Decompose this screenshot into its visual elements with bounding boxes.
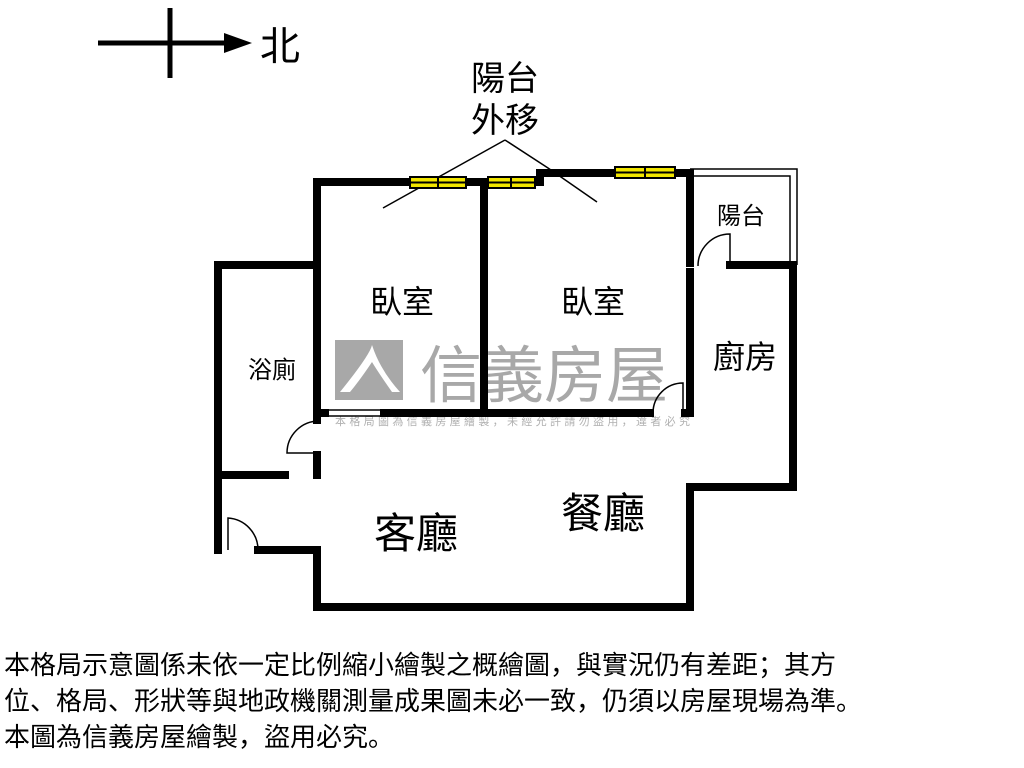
- watermark-brand: 信義房屋: [420, 339, 668, 412]
- room-label-balcony: 陽台: [717, 202, 765, 230]
- walls: [214, 169, 797, 611]
- north-arrow-icon: [98, 8, 252, 78]
- room-label-bathroom: 浴廁: [248, 356, 296, 384]
- annotation-leader-lines: [382, 139, 598, 209]
- balcony-railing: [325, 168, 798, 417]
- disclaimer-line-3: 本圖為信義房屋繪製，盜用必究。: [4, 723, 395, 753]
- room-label-bedroom-left: 臥室: [370, 283, 434, 321]
- room-label-kitchen: 廚房: [713, 338, 777, 376]
- disclaimer-line-2: 位、格局、形狀等與地政機關測量成果圖未必一致，仍須以房屋現場為準。: [4, 687, 863, 717]
- door-icons: [227, 233, 731, 551]
- annotation-line2: 外移: [471, 101, 539, 141]
- watermark-logo-icon: [335, 340, 403, 400]
- north-label: 北: [260, 24, 300, 70]
- annotation-line1: 陽台: [471, 59, 539, 99]
- room-label-living-room: 客廳: [374, 509, 458, 558]
- disclaimer: 本格局示意圖係未依一定比例縮小繪製之概繪圖，與實況仍有差距；其方 位、格局、形狀…: [4, 648, 1024, 756]
- windows: [409, 166, 676, 189]
- watermark-notice: 本格局圖為信義房屋繪製，未經允許請勿盜用，違者必究: [335, 414, 690, 428]
- disclaimer-line-1: 本格局示意圖係未依一定比例縮小繪製之概繪圖，與實況仍有差距；其方: [4, 651, 837, 681]
- room-label-dining-room: 餐廳: [561, 489, 645, 538]
- room-label-bedroom-right: 臥室: [561, 283, 625, 321]
